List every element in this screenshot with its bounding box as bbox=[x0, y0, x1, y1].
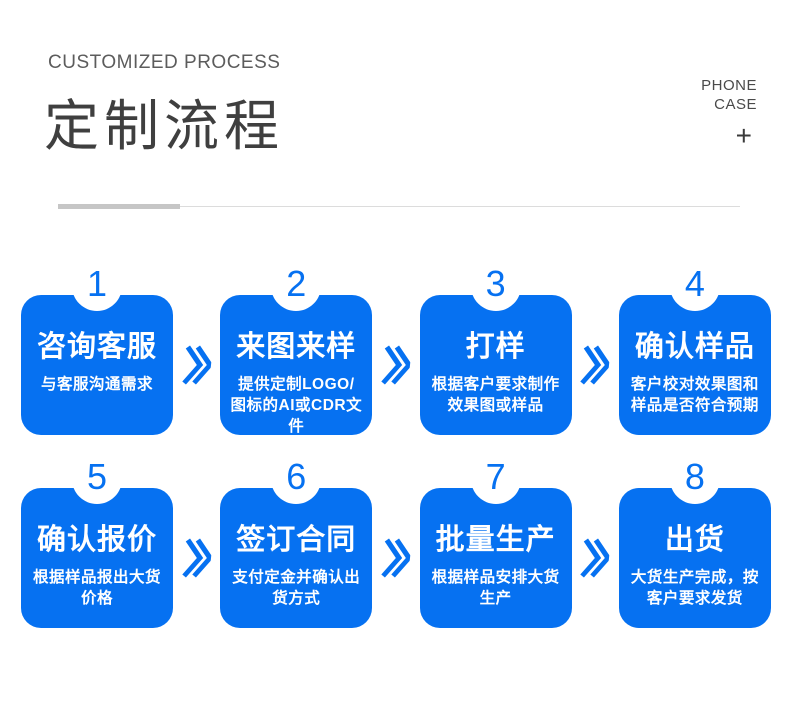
section-divider bbox=[58, 204, 740, 209]
step-description: 根据样品安排大货生产 bbox=[431, 569, 560, 607]
step-description: 提供定制LOGO/图标的AI或CDR文件 bbox=[230, 376, 363, 435]
step-number: 6 bbox=[286, 456, 307, 497]
step-number-circle: 6 bbox=[271, 454, 322, 504]
corner-brand-label: PHONE CASE bbox=[701, 76, 757, 114]
corner-brand-line1: PHONE bbox=[701, 77, 757, 94]
step-number: 3 bbox=[485, 263, 506, 304]
step-card-7: 7 批量生产 根据样品安排大货生产 bbox=[419, 454, 572, 628]
process-row-2: 5 确认报价 根据样品报出大货价格 6 签订合同 支付定金并确认出货方式 bbox=[21, 454, 771, 628]
step-title: 咨询客服 bbox=[36, 331, 157, 363]
step-card-2: 2 来图来样 提供定制LOGO/图标的AI或CDR文件 bbox=[220, 261, 373, 435]
process-row-1: 1 咨询客服 与客服沟通需求 2 来图来样 提供定制LOGO/图标的AI或CDR… bbox=[21, 261, 771, 435]
step-number-circle: 2 bbox=[271, 261, 322, 311]
step-title: 确认样品 bbox=[634, 331, 755, 363]
step-number-circle: 7 bbox=[470, 454, 521, 504]
section-eyebrow: CUSTOMIZED PROCESS bbox=[48, 52, 281, 73]
step-number: 2 bbox=[286, 263, 307, 304]
double-chevron-right-icon bbox=[177, 341, 216, 389]
step-number: 4 bbox=[684, 263, 705, 304]
step-number: 8 bbox=[684, 456, 705, 497]
step-card-6: 6 签订合同 支付定金并确认出货方式 bbox=[220, 454, 373, 628]
double-chevron-right-icon bbox=[177, 534, 216, 582]
step-number-circle: 4 bbox=[669, 261, 720, 311]
divider-accent-bar bbox=[58, 204, 180, 209]
double-chevron-right-icon bbox=[376, 534, 415, 582]
step-description: 客户校对效果图和样品是否符合预期 bbox=[630, 376, 759, 414]
step-number: 5 bbox=[86, 456, 108, 497]
corner-brand-line2: CASE bbox=[714, 96, 757, 113]
step-card-4: 4 确认样品 客户校对效果图和样品是否符合预期 bbox=[618, 261, 771, 435]
step-card-1: 1 咨询客服 与客服沟通需求 bbox=[21, 261, 173, 435]
step-card-8: 8 出货 大货生产完成，按客户要求发货 bbox=[618, 454, 771, 628]
step-title: 确认报价 bbox=[36, 524, 157, 556]
step-title: 出货 bbox=[664, 524, 725, 556]
step-title: 打样 bbox=[465, 331, 526, 363]
step-number-circle: 3 bbox=[470, 261, 521, 311]
double-chevron-right-icon bbox=[576, 341, 615, 389]
step-number: 7 bbox=[485, 456, 506, 497]
step-description: 大货生产完成，按客户要求发货 bbox=[630, 569, 759, 607]
section-title: 定制流程 bbox=[44, 95, 285, 157]
step-description: 根据客户要求制作效果图或样品 bbox=[431, 376, 560, 414]
step-title: 来图来样 bbox=[236, 331, 357, 363]
step-description: 支付定金并确认出货方式 bbox=[232, 569, 361, 607]
plus-icon: + bbox=[735, 120, 752, 151]
step-card-3: 3 打样 根据客户要求制作效果图或样品 bbox=[419, 261, 572, 435]
step-card-5: 5 确认报价 根据样品报出大货价格 bbox=[21, 454, 173, 628]
step-number-circle: 5 bbox=[72, 454, 122, 504]
step-number: 1 bbox=[86, 263, 108, 304]
step-number-circle: 1 bbox=[72, 261, 122, 311]
step-description: 与客服沟通需求 bbox=[40, 376, 153, 393]
step-title: 签订合同 bbox=[236, 524, 357, 556]
double-chevron-right-icon bbox=[576, 534, 615, 582]
step-description: 根据样品报出大货价格 bbox=[32, 569, 161, 607]
step-number-circle: 8 bbox=[669, 454, 720, 504]
double-chevron-right-icon bbox=[376, 341, 415, 389]
step-title: 批量生产 bbox=[435, 524, 556, 556]
